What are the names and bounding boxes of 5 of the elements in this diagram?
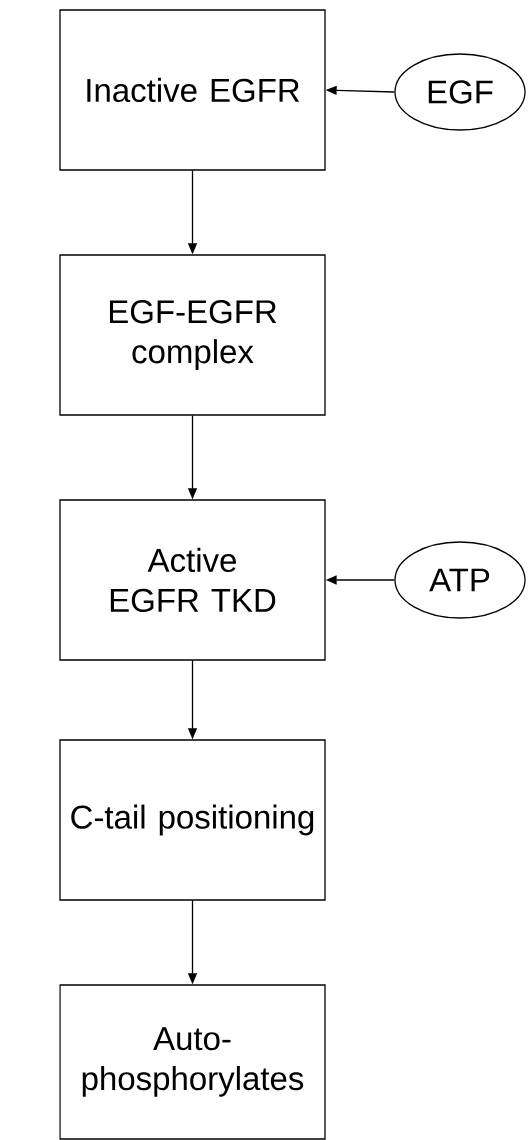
process-box: EGF-EGFR complex (59, 254, 326, 416)
process-box: Auto-phosphorylates (59, 984, 326, 1140)
process-box: C-tail positioning (59, 739, 326, 901)
process-box: Inactive EGFR (59, 9, 326, 171)
process-box: Active EGFR TKD (59, 499, 326, 661)
